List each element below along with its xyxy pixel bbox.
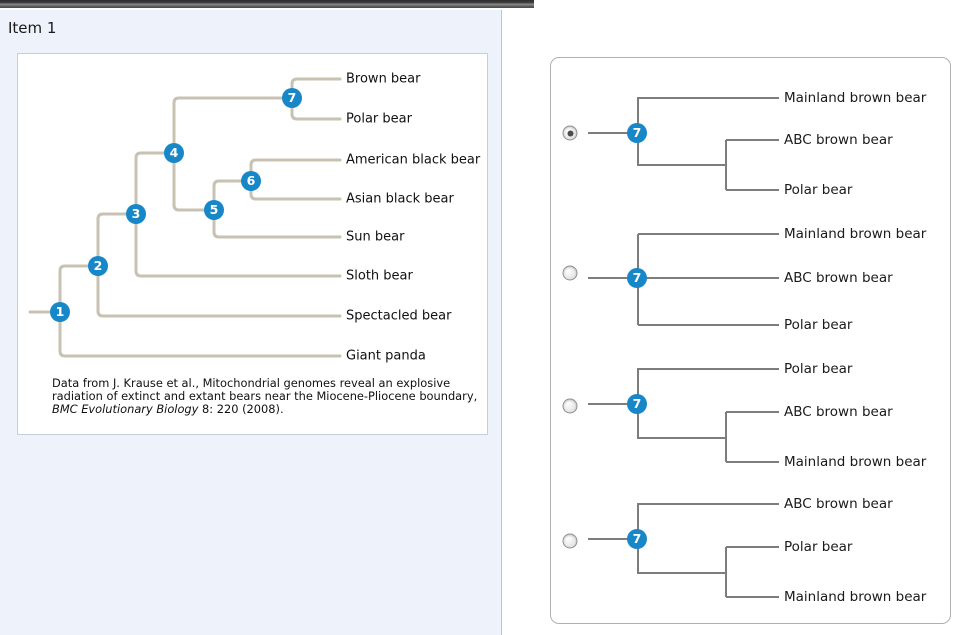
option-3-radio[interactable]: [562, 398, 578, 414]
figure-leaf-sloth-bear: Sloth bear: [346, 268, 413, 284]
option-2-leaf-3: Polar bear: [784, 317, 853, 333]
option-2-radio[interactable]: [562, 265, 578, 281]
figure-node-4: 4: [164, 143, 184, 163]
option-1-leaf-3: Polar bear: [784, 182, 853, 198]
figure-node-7: 7: [282, 88, 302, 108]
figure-leaf-sun-bear: Sun bear: [346, 229, 405, 245]
figure-node-1: 1: [50, 302, 70, 322]
option-4-leaf-1: ABC brown bear: [784, 496, 893, 512]
option-4-leaf-2: Polar bear: [784, 539, 853, 555]
figure-node-3: 3: [126, 204, 146, 224]
citation-journal: BMC Evolutionary Biology: [52, 402, 199, 416]
option-2-leaf-2: ABC brown bear: [784, 270, 893, 286]
figure-leaf-american-black-bear: American black bear: [346, 152, 481, 168]
option-2-leaf-1: Mainland brown bear: [784, 226, 927, 242]
option-3-node-7: 7: [627, 394, 647, 414]
item-title: Item 1: [8, 19, 57, 37]
figure-citation: Data from J. Krause et al., Mitochondria…: [52, 377, 477, 416]
figure-leaf-brown-bear: Brown bear: [346, 71, 421, 87]
option-2-node-7: 7: [627, 268, 647, 288]
citation-line-1: Data from J. Krause et al., Mitochondria…: [52, 376, 451, 390]
citation-line-3: BMC Evolutionary Biology 8: 220 (2008).: [52, 403, 477, 416]
citation-suffix: 8: 220 (2008).: [198, 402, 284, 416]
option-1-leaf-2: ABC brown bear: [784, 132, 893, 148]
option-1-radio[interactable]: [562, 125, 578, 141]
figure-leaf-spectacled-bear: Spectacled bear: [346, 308, 452, 324]
option-3-leaf-3: Mainland brown bear: [784, 454, 927, 470]
figure-node-2: 2: [88, 256, 108, 276]
browser-chrome-bar: [0, 0, 534, 8]
figure-leaf-asian-black-bear: Asian black bear: [346, 191, 454, 207]
figure-node-5: 5: [204, 200, 224, 220]
option-4-radio[interactable]: [562, 533, 578, 549]
figure-leaf-polar-bear: Polar bear: [346, 111, 412, 127]
option-1-leaf-1: Mainland brown bear: [784, 90, 927, 106]
radio-dot: [567, 130, 573, 136]
option-1-node-7: 7: [627, 123, 647, 143]
citation-line-2: radiation of extinct and extant bears ne…: [52, 389, 478, 403]
option-3-leaf-2: ABC brown bear: [784, 404, 893, 420]
option-4-node-7: 7: [627, 529, 647, 549]
option-4-leaf-3: Mainland brown bear: [784, 589, 927, 605]
option-3-leaf-1: Polar bear: [784, 361, 853, 377]
figure-leaf-giant-panda: Giant panda: [346, 348, 426, 364]
figure-node-6: 6: [241, 171, 261, 191]
